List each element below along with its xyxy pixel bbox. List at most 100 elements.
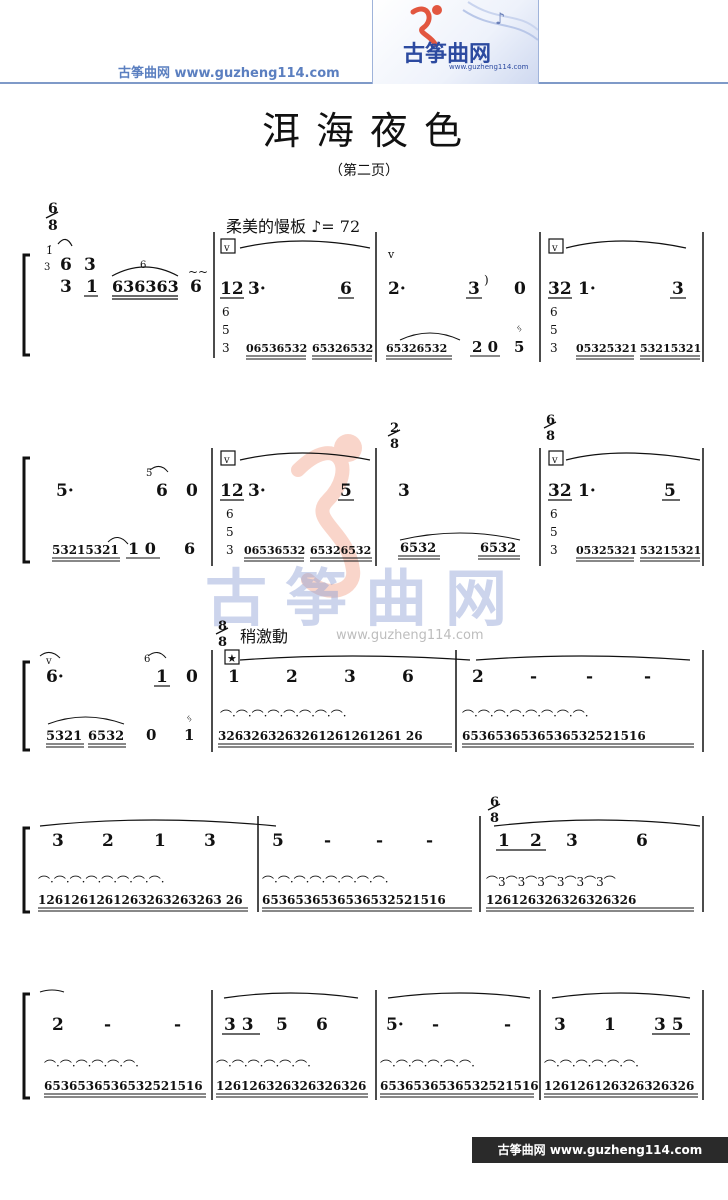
svg-text:8: 8 [490,811,499,826]
svg-text:8: 8 [390,437,399,452]
svg-text:1: 1 [154,831,166,851]
svg-text:3 5: 3 5 [654,1015,684,1035]
svg-text:v: v [223,243,230,254]
svg-text:3: 3 [554,1015,566,1035]
svg-text:12: 12 [220,481,244,501]
svg-text:-: - [432,1015,439,1035]
svg-text:6536536536532521516: 6536536536532521516 [44,1079,203,1093]
svg-text:6·: 6· [46,667,64,687]
score-row-2: 5· 5 6 0 53215321 1 0 6 v 12 3· 5 6 5 3 … [22,413,704,566]
header-site-link[interactable]: 古筝曲网 www.guzheng114.com [118,66,340,81]
watermark-url: www.guzheng114.com [336,628,484,643]
svg-text:1·: 1· [578,481,596,501]
svg-text:1: 1 [228,667,240,687]
svg-text:2: 2 [52,1015,64,1035]
svg-text:3: 3 [550,341,558,355]
svg-text:32: 32 [548,481,572,501]
svg-text:3: 3 [84,255,96,275]
svg-text:6532: 6532 [400,541,436,556]
svg-text:6: 6 [144,654,150,665]
svg-text:3: 3 [566,831,578,851]
svg-text:1: 1 [604,1015,616,1035]
svg-text:1: 1 [184,726,194,744]
score-row-1: 6 8 1̇ 6 3 3 3 1 636363 6 6 ~~ v 12 3· 6… [22,201,704,362]
svg-text:6: 6 [490,795,499,810]
svg-text:6: 6 [140,260,146,271]
svg-text:3: 3 [222,341,230,355]
svg-text:6: 6 [550,305,558,319]
svg-text:6: 6 [190,277,202,297]
svg-text:~~: ~~ [188,265,208,279]
svg-text:1 0: 1 0 [128,539,156,558]
svg-text:1: 1 [156,667,168,687]
svg-text:126126326326326326: 126126326326326326 [486,893,636,907]
svg-text:1: 1 [498,831,510,851]
page-subtitle: （第二页） [329,163,399,179]
svg-text:8: 8 [48,218,58,234]
svg-text:v: v [387,248,395,261]
svg-text:2: 2 [530,831,542,851]
svg-text:6536536536532521516: 6536536536532521516 [380,1079,539,1093]
svg-text:5: 5 [226,525,234,539]
svg-text:0: 0 [146,726,156,744]
svg-text:05325321: 05325321 [576,342,637,355]
watermark-text: 古筝曲网 [205,562,526,635]
logo-dancer-icon: ♪ [410,1,538,47]
header-divider-right [537,82,728,84]
svg-text:3: 3 [398,481,410,501]
svg-text:05325321: 05325321 [576,544,637,557]
svg-text:8: 8 [546,429,555,444]
svg-text:5·: 5· [56,481,74,501]
svg-text:6: 6 [226,507,234,521]
svg-text:3: 3 [672,279,684,299]
svg-text:5: 5 [222,323,230,337]
svg-text:-: - [376,831,383,851]
svg-text:2: 2 [102,831,114,851]
svg-text:2 0: 2 0 [472,338,498,356]
svg-text:6: 6 [222,305,230,319]
svg-text:⌒·⌒·⌒·⌒·⌒·⌒·⌒·⌒·: ⌒·⌒·⌒·⌒·⌒·⌒·⌒·⌒· [220,709,347,723]
svg-text:3: 3 [550,543,558,557]
svg-text:126126326326326326: 126126326326326326 [216,1079,366,1093]
svg-text:⌒·⌒·⌒·⌒·⌒·⌒·: ⌒·⌒·⌒·⌒·⌒·⌒· [44,1059,139,1073]
svg-text:3 3: 3 3 [224,1015,254,1035]
svg-text:ᛃ: ᛃ [186,712,193,725]
svg-text:6: 6 [340,279,352,299]
svg-text:636363: 636363 [112,277,179,296]
site-logo[interactable]: ♪ 古筝曲网 www.guzheng114.com [372,0,539,84]
svg-text:⌒·⌒·⌒·⌒·⌒·⌒·⌒·⌒·: ⌒·⌒·⌒·⌒·⌒·⌒·⌒·⌒· [38,875,165,889]
svg-text:-: - [426,831,433,851]
svg-text:53215321: 53215321 [52,543,119,557]
svg-text:3: 3 [52,831,64,851]
svg-text:3: 3 [344,667,356,687]
svg-text:126126126326326326: 126126126326326326 [544,1079,694,1093]
svg-text:1: 1 [86,277,98,297]
svg-text:6: 6 [546,413,555,428]
svg-text:6: 6 [402,667,414,687]
svg-text:): ) [484,273,489,287]
svg-text:06536532: 06536532 [246,342,307,355]
svg-text:6532: 6532 [480,541,516,556]
svg-text:⌒·⌒·⌒·⌒·⌒·⌒·: ⌒·⌒·⌒·⌒·⌒·⌒· [544,1059,639,1073]
svg-text:53215321: 53215321 [640,342,701,355]
svg-text:65326532: 65326532 [312,342,373,355]
svg-text:ᛃ: ᛃ [516,322,523,335]
time-signature: 6 [48,201,58,217]
svg-text:⌒3⌒3⌒3⌒3⌒3⌒3⌒: ⌒3⌒3⌒3⌒3⌒3⌒3⌒ [486,875,616,889]
svg-text:1·: 1· [578,279,596,299]
svg-text:6536536536536532521516: 6536536536536532521516 [262,893,446,907]
svg-text:⌒·⌒·⌒·⌒·⌒·⌒·: ⌒·⌒·⌒·⌒·⌒·⌒· [216,1059,311,1073]
svg-text:-: - [644,667,651,687]
svg-text:5: 5 [664,481,676,501]
svg-text:v: v [45,656,52,667]
svg-text:3: 3 [60,277,72,297]
footer-site-link[interactable]: 古筝曲网 www.guzheng114.com [472,1137,728,1163]
logo-wordmark: 古筝曲网 [403,42,492,67]
svg-text:65326532: 65326532 [310,544,371,557]
svg-text:3: 3 [226,543,234,557]
svg-text:★: ★ [227,652,237,665]
svg-text:-: - [530,667,537,687]
section-marking: 稍激動 [240,627,289,646]
svg-text:⌒·⌒·⌒·⌒·⌒·⌒·: ⌒·⌒·⌒·⌒·⌒·⌒· [380,1059,475,1073]
